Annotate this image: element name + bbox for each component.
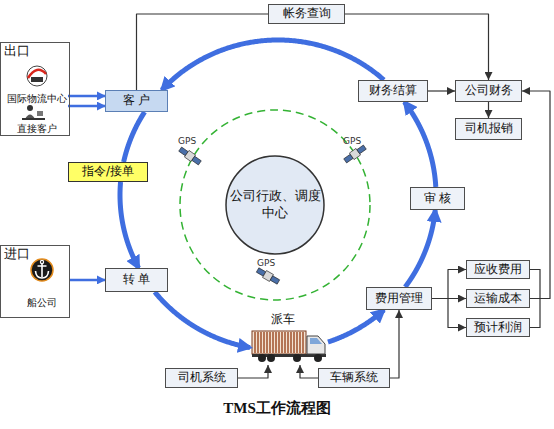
icon-node: 国际物流中心 xyxy=(6,60,68,104)
node-text: 国际物流中心 xyxy=(6,93,68,105)
truck-wheel xyxy=(258,354,266,362)
process-box: 转 单 xyxy=(105,268,168,292)
node-text: 公司行政、调度中心 xyxy=(228,188,322,222)
node-text: 指令/接单 xyxy=(82,165,134,179)
anchor-icon xyxy=(31,259,53,281)
anchor-symbol xyxy=(36,264,49,279)
cab-window xyxy=(310,338,322,344)
truck-illustration xyxy=(252,331,326,362)
node-text: 派车 xyxy=(250,313,316,327)
node-text: 司机系统 xyxy=(178,371,226,385)
process-box: 费用管理 xyxy=(366,287,432,310)
truck-wheel xyxy=(267,354,275,362)
flow-connector xyxy=(68,105,105,108)
process-box: 客 户 xyxy=(105,90,168,112)
globe-symbol xyxy=(27,66,47,86)
solar-panel xyxy=(357,145,366,154)
node-text: 直接客户 xyxy=(6,123,68,135)
node-text: 司机报销 xyxy=(465,122,513,136)
truck-trailer xyxy=(252,331,306,354)
solar-panel xyxy=(192,156,201,165)
process-box: 司机报销 xyxy=(455,118,522,140)
anchor-ring xyxy=(40,260,43,263)
node-text: 船公司 xyxy=(14,297,70,309)
node-text: 帐务查询 xyxy=(283,7,331,21)
flow-connector xyxy=(488,102,489,118)
node-text: 运输成本 xyxy=(474,292,522,306)
node-text: 审 核 xyxy=(424,192,452,206)
process-box: 预计利润 xyxy=(466,318,530,337)
process-box: 公司财务 xyxy=(455,80,522,102)
process-box: 司机系统 xyxy=(165,368,238,388)
flow-connector xyxy=(155,292,250,348)
gps-label: GPS xyxy=(257,258,275,268)
gps-satellite xyxy=(256,267,281,286)
process-box: 运输成本 xyxy=(466,289,530,308)
flow-connector xyxy=(70,279,105,282)
flow-connector xyxy=(404,102,435,187)
flow-connector xyxy=(328,310,384,342)
group-box: 进口船公司 xyxy=(0,245,70,318)
node-text: 费用管理 xyxy=(375,292,423,306)
truck-symbol xyxy=(31,77,43,82)
flow-connector xyxy=(428,90,455,91)
circle-shape xyxy=(226,156,324,254)
gps-label: GPS xyxy=(178,136,196,146)
trailer-stripes xyxy=(255,332,303,353)
truck-wheel xyxy=(314,354,322,362)
gps-satellite xyxy=(178,146,202,166)
flow-connector xyxy=(300,365,318,378)
flow-connector xyxy=(68,95,105,98)
solar-panel xyxy=(270,276,279,284)
process-box: 帐务查询 xyxy=(268,4,345,24)
node-text: 公司财务 xyxy=(465,84,513,98)
anchor-badge xyxy=(31,259,53,281)
logo-swoosh xyxy=(28,70,46,78)
flow-connector xyxy=(390,310,399,378)
process-box: 财务结算 xyxy=(358,80,428,102)
flow-connector xyxy=(405,210,435,287)
process-box: 车辆系统 xyxy=(318,368,390,388)
process-box: 审 核 xyxy=(410,187,465,210)
logistics-center-icon xyxy=(27,66,47,86)
node-text: 应收费用 xyxy=(474,263,522,277)
connector-group xyxy=(68,14,550,378)
flow-connector xyxy=(238,365,268,378)
node-text: 财务结算 xyxy=(369,84,417,98)
flow-connector xyxy=(120,182,139,268)
flow-connector xyxy=(432,270,466,299)
truck-node: 派车 xyxy=(250,313,328,365)
person-head xyxy=(27,105,33,111)
truck-cab xyxy=(307,336,325,354)
node-text: 进口 xyxy=(4,247,30,262)
node-text: 出口 xyxy=(4,44,30,59)
flow-connector xyxy=(137,14,269,90)
truck-wheel xyxy=(293,354,301,362)
node-text: 客 户 xyxy=(123,94,151,108)
node-text: 预计利润 xyxy=(474,321,522,335)
process-box: 指令/接单 xyxy=(68,162,148,182)
group-box: 出口国际物流中心直接客户 xyxy=(0,42,70,136)
node-text: 转 单 xyxy=(123,273,151,287)
gps-satellite xyxy=(343,144,367,164)
icon-node: 直接客户 xyxy=(6,104,68,134)
flow-connector xyxy=(345,14,489,80)
node-text: 车辆系统 xyxy=(330,371,378,385)
diagram-title: TMS工作流程图 xyxy=(0,399,554,418)
flow-connector xyxy=(124,112,145,162)
monitor-symbol xyxy=(37,111,43,116)
icon-node: 船公司 xyxy=(14,256,70,308)
gps-label: GPS xyxy=(343,136,361,146)
flow-connector xyxy=(162,40,384,90)
center-circle: 公司行政、调度中心 xyxy=(225,155,325,255)
process-box: 应收费用 xyxy=(466,260,530,279)
customer-icon xyxy=(22,105,45,119)
flow-connector xyxy=(432,299,466,328)
gps-orbit xyxy=(180,110,370,300)
desk-symbol xyxy=(22,118,45,120)
